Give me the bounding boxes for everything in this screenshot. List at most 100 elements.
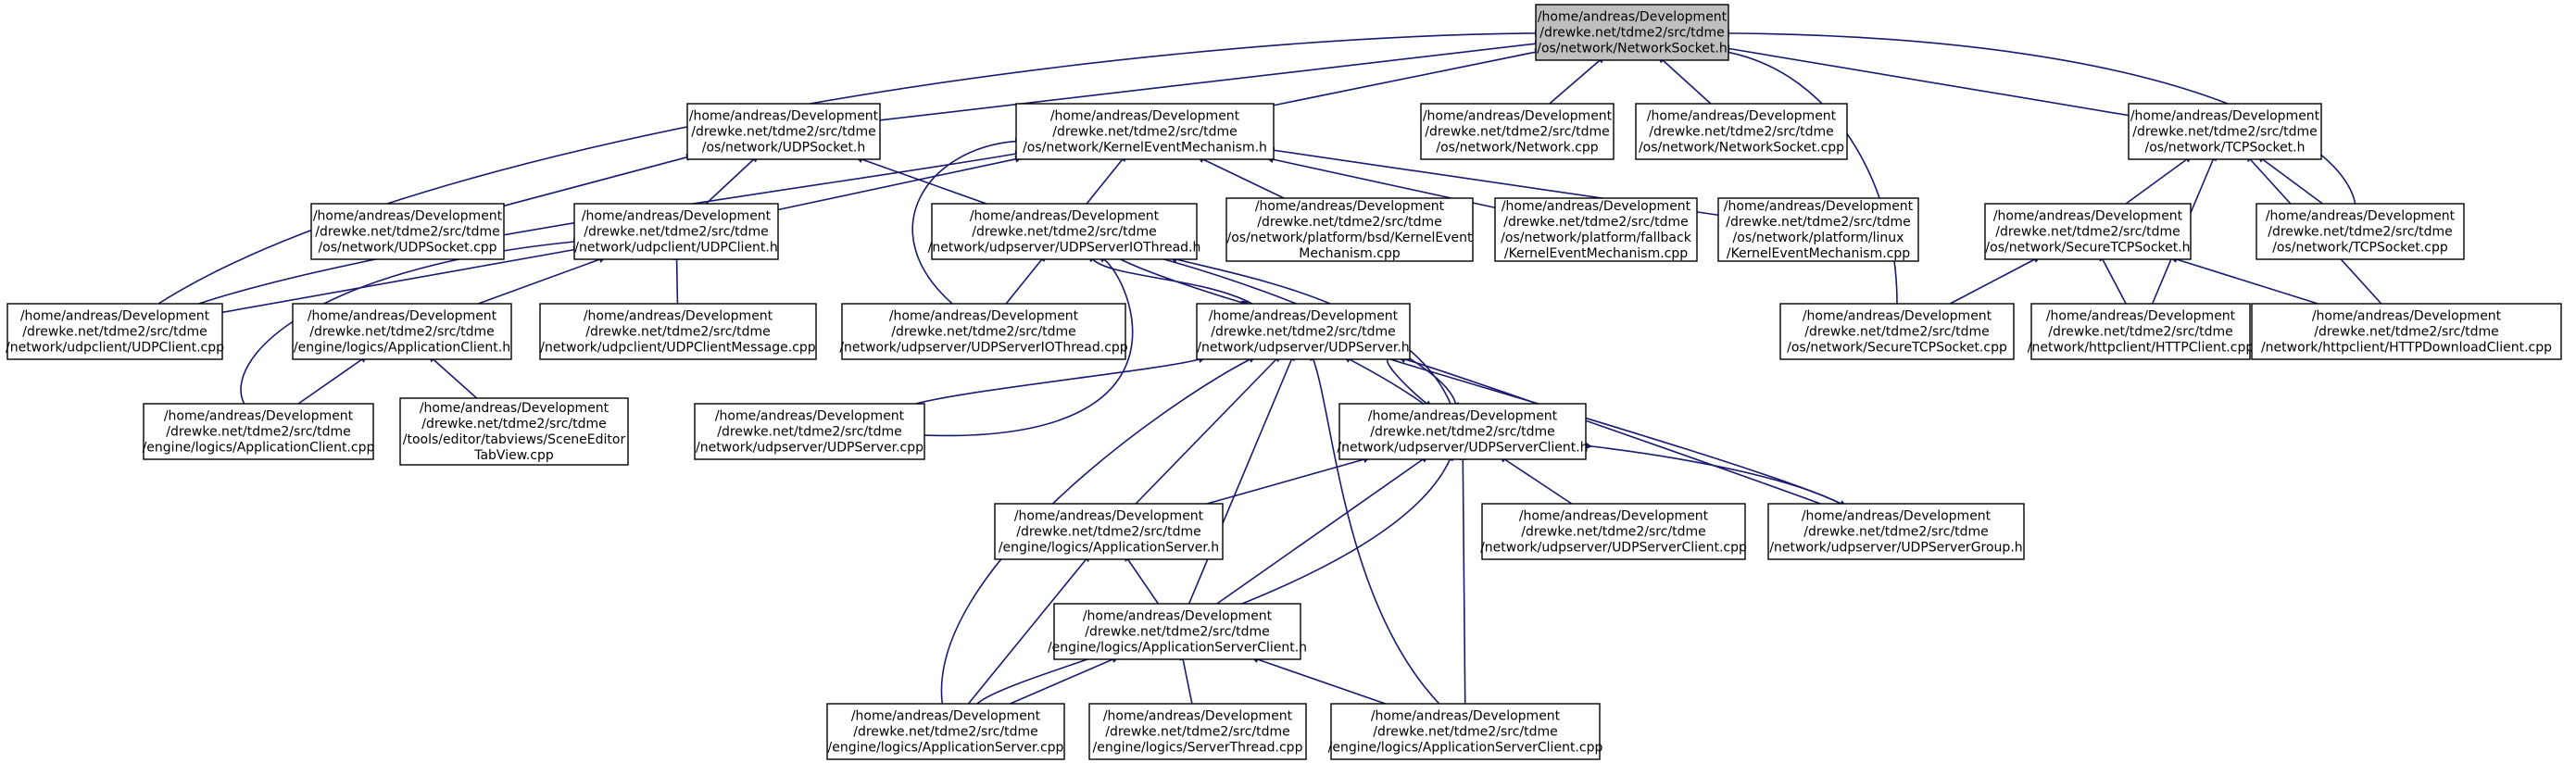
node-label-line: /engine/logics/ApplicationClient.h xyxy=(294,341,510,356)
node-appsc_h[interactable]: /home/andreas/Development/drewke.net/tdm… xyxy=(1048,603,1307,660)
node-appclient_h[interactable]: /home/andreas/Development/drewke.net/tdm… xyxy=(292,303,512,360)
node-network_cpp[interactable]: /home/andreas/Development/drewke.net/tdm… xyxy=(1420,103,1615,160)
node-appclient_cpp[interactable]: /home/andreas/Development/drewke.net/tdm… xyxy=(143,403,375,460)
node-box xyxy=(1535,4,1729,61)
node-label-line: /network/udpclient/UDPClient.cpp xyxy=(6,341,224,356)
edge-kem_bsd-to-kem_h xyxy=(1197,156,1285,199)
node-label-line: /home/andreas/Development xyxy=(20,309,210,324)
node-box xyxy=(2030,303,2251,360)
node-udpsiot_cpp[interactable]: /home/andreas/Development/drewke.net/tdm… xyxy=(839,303,1128,360)
node-label-line: /drewke.net/tdme2/src/tdme xyxy=(1370,425,1555,440)
node-kem_linux[interactable]: /home/andreas/Development/drewke.net/tdm… xyxy=(1717,197,1919,262)
node-label-line: /home/andreas/Development xyxy=(715,409,905,424)
node-appsc_cpp[interactable]: /home/andreas/Development/drewke.net/tdm… xyxy=(1328,703,1603,760)
node-label-line: /engine/logics/ServerThread.cpp xyxy=(1093,741,1303,756)
node-serverthread_cpp[interactable]: /home/andreas/Development/drewke.net/tdm… xyxy=(1088,703,1307,760)
edge-networksocket_cpp-to-root xyxy=(1657,56,1712,105)
node-label-line: /engine/logics/ApplicationServer.cpp xyxy=(828,741,1064,756)
edge-appsc_cpp-to-udpsc_h xyxy=(1459,452,1467,705)
edge-appserver_cpp-to-appsc_h xyxy=(1010,656,1120,705)
node-label-line: /drewke.net/tdme2/src/tdme xyxy=(972,225,1157,240)
node-label-line: /home/andreas/Development xyxy=(2312,309,2502,324)
node-label-line: /os/network/UDPSocket.cpp xyxy=(318,241,496,256)
node-label-line: /home/andreas/Development xyxy=(970,209,1160,224)
node-udpserver_h[interactable]: /home/andreas/Development/drewke.net/tdm… xyxy=(1196,303,1411,360)
node-udpsg_h[interactable]: /home/andreas/Development/drewke.net/tdm… xyxy=(1767,503,2025,560)
edge-appsc_cpp-to-appsc_h xyxy=(1250,656,1386,705)
node-label-line: /engine/logics/ApplicationServerClient.c… xyxy=(1328,741,1603,756)
edge-appsc_h-to-udpserver_h xyxy=(1187,353,1295,605)
node-label-line: /home/andreas/Development xyxy=(1371,709,1561,724)
node-box xyxy=(994,503,1224,560)
node-label-line: /home/andreas/Development xyxy=(308,309,497,324)
node-udpserver_cpp[interactable]: /home/andreas/Development/drewke.net/tdm… xyxy=(694,403,925,460)
node-label-line: /network/httpclient/HTTPClient.cpp xyxy=(2028,341,2255,356)
edge-udpsiot_h-to-kem_h xyxy=(1086,154,1127,205)
node-udpsocket_h[interactable]: /home/andreas/Development/drewke.net/tdm… xyxy=(686,103,881,160)
file-nodes: /home/andreas/Development/drewke.net/tdm… xyxy=(6,4,2562,760)
node-label-line: /home/andreas/Development xyxy=(1103,709,1293,724)
node-kem_fallback[interactable]: /home/andreas/Development/drewke.net/tdm… xyxy=(1494,197,1698,262)
node-udpsocket_cpp[interactable]: /home/andreas/Development/drewke.net/tdm… xyxy=(310,203,505,260)
node-label-line: /home/andreas/Development xyxy=(1502,199,1691,214)
node-udpsc_cpp[interactable]: /home/andreas/Development/drewke.net/tdm… xyxy=(1480,503,1747,560)
node-label-line: /home/andreas/Development xyxy=(1802,509,1992,524)
edge-appserver_h-to-udpsc_h xyxy=(1206,456,1371,505)
node-label-line: /home/andreas/Development xyxy=(889,309,1079,324)
node-label-line: /network/httpclient/HTTPDownloadClient.c… xyxy=(2261,341,2552,356)
node-label-line: /drewke.net/tdme2/src/tdme xyxy=(1804,325,1990,340)
node-appserver_cpp[interactable]: /home/andreas/Development/drewke.net/tdm… xyxy=(826,703,1065,760)
node-sceneeditor_cpp[interactable]: /home/andreas/Development/drewke.net/tdm… xyxy=(399,397,629,466)
node-udpsiot_h[interactable]: /home/andreas/Development/drewke.net/tdm… xyxy=(928,203,1201,260)
edge-appsc_h-to-udpsc_h xyxy=(1216,455,1429,605)
edge-udpsc_h-to-udpsiot_h xyxy=(1169,256,1451,405)
node-label-line: /home/andreas/Development xyxy=(1724,199,1914,214)
node-udpsc_h[interactable]: /home/andreas/Development/drewke.net/tdm… xyxy=(1337,403,1589,460)
node-box xyxy=(1635,103,1848,160)
node-kem_bsd[interactable]: /home/andreas/Development/drewke.net/tdm… xyxy=(1225,197,1474,262)
node-networksocket_cpp[interactable]: /home/andreas/Development/drewke.net/tdm… xyxy=(1635,103,1848,160)
node-label-line: /home/andreas/Development xyxy=(2130,109,2320,124)
node-box xyxy=(1984,203,2192,260)
node-label-line: /drewke.net/tdme2/src/tdme xyxy=(1649,125,1834,140)
node-label-line: /network/udpserver/UDPServerIOThread.cpp xyxy=(839,341,1127,356)
node-root[interactable]: /home/andreas/Development/drewke.net/tdm… xyxy=(1535,4,1729,61)
node-box xyxy=(1053,603,1301,660)
node-label-line: /network/udpclient/UDPClient.h xyxy=(574,241,777,256)
edge-tcpsocket_cpp-to-tcpsocket_h xyxy=(2256,155,2323,205)
node-appserver_h[interactable]: /home/andreas/Development/drewke.net/tdm… xyxy=(994,503,1224,560)
node-label-line: /network/udpserver/UDPServer.h xyxy=(1197,341,1409,356)
node-label-line: /drewke.net/tdme2/src/tdme xyxy=(2132,125,2318,140)
node-label-line: /drewke.net/tdme2/src/tdme xyxy=(1726,215,1911,230)
edge-udpsg_h-to-udpsc_h xyxy=(1584,442,1841,505)
node-label-line: /drewke.net/tdme2/src/tdme xyxy=(166,425,351,440)
node-box xyxy=(292,303,512,360)
node-tcpsocket_cpp[interactable]: /home/andreas/Development/drewke.net/tdm… xyxy=(2256,203,2465,260)
node-kem_h[interactable]: /home/andreas/Development/drewke.net/tdm… xyxy=(1015,103,1275,160)
node-box xyxy=(310,203,505,260)
node-httpdl_cpp[interactable]: /home/andreas/Development/drewke.net/tdm… xyxy=(2251,303,2562,360)
node-httpclient_cpp[interactable]: /home/andreas/Development/drewke.net/tdm… xyxy=(2028,303,2255,360)
edge-udpsocket_h-to-root xyxy=(879,40,1543,121)
edge-udpserver_cpp-to-udpsiot_h xyxy=(924,255,1134,437)
node-securetcp_h[interactable]: /home/andreas/Development/drewke.net/tdm… xyxy=(1984,203,2192,260)
node-label-line: /drewke.net/tdme2/src/tdme xyxy=(1085,625,1270,640)
node-box xyxy=(2251,303,2562,360)
node-securetcp_cpp[interactable]: /home/andreas/Development/drewke.net/tdm… xyxy=(1779,303,2015,360)
edge-tcpsocket_cpp-to-root xyxy=(1721,29,2356,205)
node-box xyxy=(1717,197,1919,262)
node-label-line: /drewke.net/tdme2/src/tdme xyxy=(853,725,1038,740)
node-label-line: /KernelEventMechanism.cpp xyxy=(1504,246,1688,261)
node-label-line: /home/andreas/Development xyxy=(1803,309,1992,324)
node-label-line: /drewke.net/tdme2/src/tdme xyxy=(1803,525,1989,540)
node-label-line: /drewke.net/tdme2/src/tdme xyxy=(1521,525,1706,540)
node-label-line: /drewke.net/tdme2/src/tdme xyxy=(1503,215,1689,230)
node-udpclient_h[interactable]: /home/andreas/Development/drewke.net/tdm… xyxy=(573,203,779,260)
node-label-line: TabView.cpp xyxy=(473,448,554,463)
node-udpclientmsg_cpp[interactable]: /home/andreas/Development/drewke.net/tdm… xyxy=(539,303,817,360)
node-label-line: /os/network/TCPSocket.h xyxy=(2145,141,2306,156)
node-udpclient_cpp[interactable]: /home/andreas/Development/drewke.net/tdm… xyxy=(6,303,224,360)
edge-udpsiot_cpp-to-kem_h xyxy=(911,137,1024,305)
node-tcpsocket_h[interactable]: /home/andreas/Development/drewke.net/tdm… xyxy=(2128,103,2322,160)
node-label-line: /engine/logics/ApplicationClient.cpp xyxy=(143,441,375,456)
